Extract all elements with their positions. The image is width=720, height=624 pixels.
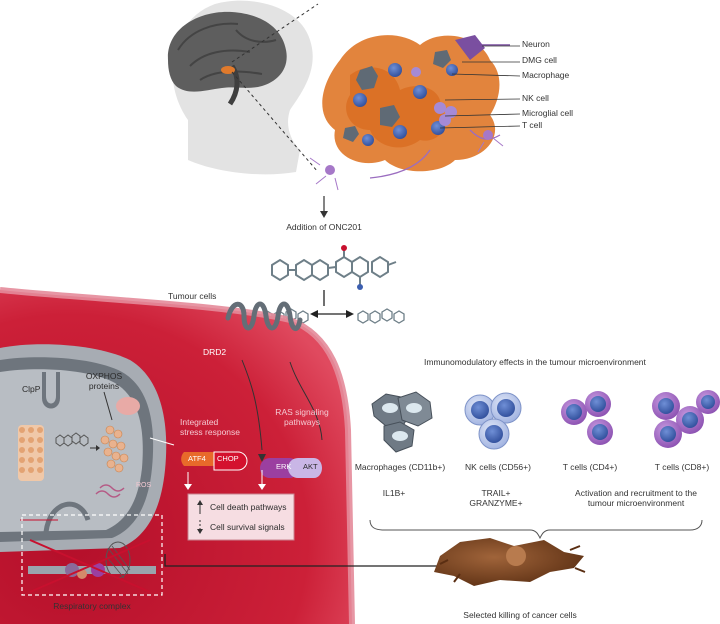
label-t-cell: T cell [522, 120, 543, 130]
molecule-oxygen-atom [341, 245, 347, 251]
akt-node [288, 458, 322, 478]
small-molecule-right [357, 308, 405, 324]
tumour-in-brain-highlight [221, 66, 235, 74]
label-nk-cells-cd56: NK cells (CD56+) [465, 462, 531, 472]
molecule-nitrogen-atom [357, 284, 363, 290]
label-il1b: IL1B+ [382, 488, 406, 498]
drd2-signal-lines [241, 359, 323, 451]
label-macrophages-cd11b: Macrophages (CD11b+) [354, 462, 446, 472]
chop-node [213, 451, 248, 471]
drd2-receptor [225, 301, 303, 331]
atf4-node [181, 452, 219, 466]
mitochondrion [0, 344, 167, 552]
label-erk: ERK [276, 462, 292, 471]
outcome-box [187, 493, 295, 541]
label-cell-survival-signals: Cell survival signals [210, 522, 285, 532]
label-atf4: ATF4 [188, 454, 206, 463]
label-tumour-cells: Tumour cells [168, 291, 217, 301]
respiratory-inset-box [21, 514, 163, 596]
label-respiratory-complex: Respiratory complex [53, 601, 131, 611]
respiratory-complex-inset [28, 539, 156, 593]
cluster-leader-lines [439, 45, 521, 129]
label-cell-death-pathways: Cell death pathways [210, 502, 287, 512]
label-trail-granzyme: TRAIL+ GRANZYME+ [469, 488, 523, 508]
label-addition-onc201: Addition of ONC201 [286, 222, 362, 232]
immune-bracket [369, 519, 703, 540]
label-akt: AKT [303, 462, 318, 471]
killed-cancer-cell [434, 538, 586, 586]
label-drd2: DRD2 [203, 347, 227, 357]
microenvironment-cluster [309, 35, 510, 191]
label-t-cells-cd8: T cells (CD8+) [654, 462, 710, 472]
label-immunomodulatory-effects: Immunomodulatory effects in the tumour m… [424, 357, 646, 367]
t-cells-cd4 [561, 391, 613, 445]
label-chop: CHOP [217, 454, 239, 463]
onc201-molecule [271, 250, 397, 285]
t-cells-cd8 [652, 390, 720, 448]
macrophage-cells [371, 391, 433, 453]
label-neuron: Neuron [522, 39, 550, 49]
label-macrophage: Macrophage [522, 70, 570, 80]
clpp-barrel [18, 425, 44, 481]
label-selected-killing: Selected killing of cancer cells [463, 610, 577, 620]
label-integrated-stress-response: Integrated stress response [180, 417, 240, 437]
label-activation-recruitment: Activation and recruitment to the tumour… [575, 488, 697, 508]
erk-node [260, 458, 298, 478]
nk-cells [464, 392, 522, 450]
label-ras-signaling: RAS signaling pathways [275, 407, 329, 427]
drd2-arrow-head [258, 454, 266, 462]
brain-illustration [167, 11, 287, 106]
label-clpp: ClpP [22, 384, 41, 394]
zoom-lines [231, 3, 319, 173]
down-arrow-1 [320, 196, 328, 218]
label-nk-cell: NK cell [522, 93, 549, 103]
label-microglial-cell: Microglial cell [522, 108, 574, 118]
label-t-cells-cd4: T cells (CD4+) [562, 462, 618, 472]
branch-arrow [318, 290, 346, 315]
label-dmg-cell: DMG cell [522, 55, 557, 65]
label-oxphos-proteins: OXPHOS proteins [85, 371, 123, 391]
label-ros: ROS [136, 482, 152, 489]
